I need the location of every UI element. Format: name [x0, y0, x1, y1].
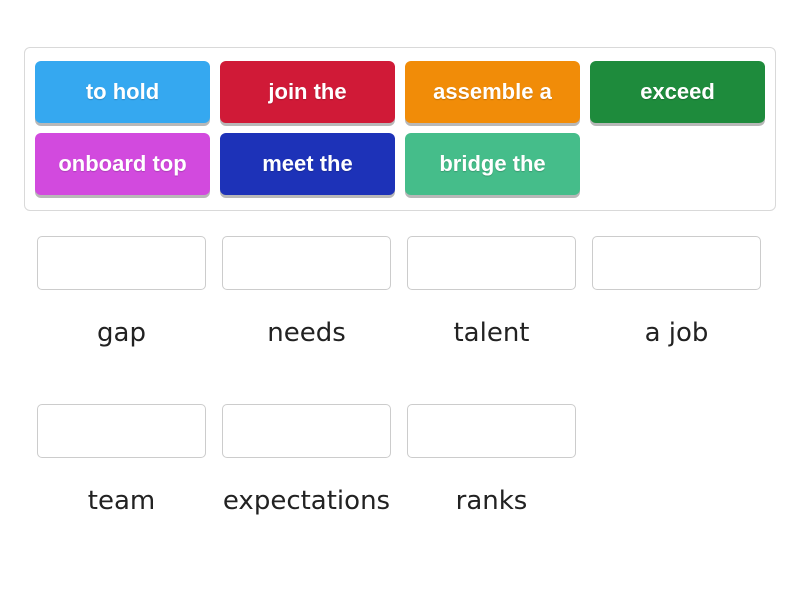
- slot-caption: talent: [453, 318, 530, 348]
- drop-slot[interactable]: [592, 236, 761, 290]
- tile-label: bridge the: [439, 151, 546, 176]
- drop-slot[interactable]: [407, 236, 576, 290]
- drop-slot[interactable]: [222, 236, 391, 290]
- draggable-tile[interactable]: assemble a: [405, 61, 580, 123]
- slot-caption: ranks: [455, 486, 528, 516]
- drop-slot[interactable]: [37, 404, 206, 458]
- draggable-tile[interactable]: to hold: [35, 61, 210, 123]
- drop-slot[interactable]: [37, 236, 206, 290]
- draggable-tile[interactable]: bridge the: [405, 133, 580, 195]
- tile-label: meet the: [262, 151, 353, 176]
- draggable-tile[interactable]: join the: [220, 61, 395, 123]
- tile-bank: to hold join the assemble a exceed onboa…: [24, 47, 776, 211]
- draggable-tile[interactable]: onboard top: [35, 133, 210, 195]
- drop-slot[interactable]: [222, 404, 391, 458]
- slot-caption: expectations: [222, 486, 391, 516]
- tile-label: onboard top: [58, 151, 187, 176]
- slot-caption: a job: [644, 318, 709, 348]
- tile-label: exceed: [640, 79, 715, 104]
- tile-label: to hold: [85, 79, 160, 104]
- tile-label: join the: [268, 79, 347, 104]
- drop-slot[interactable]: [407, 404, 576, 458]
- draggable-tile[interactable]: exceed: [590, 61, 765, 123]
- slot-caption: needs: [267, 318, 346, 348]
- slot-caption: team: [87, 486, 156, 516]
- tile-label: assemble a: [433, 79, 552, 104]
- slot-caption: gap: [97, 318, 146, 348]
- draggable-tile[interactable]: meet the: [220, 133, 395, 195]
